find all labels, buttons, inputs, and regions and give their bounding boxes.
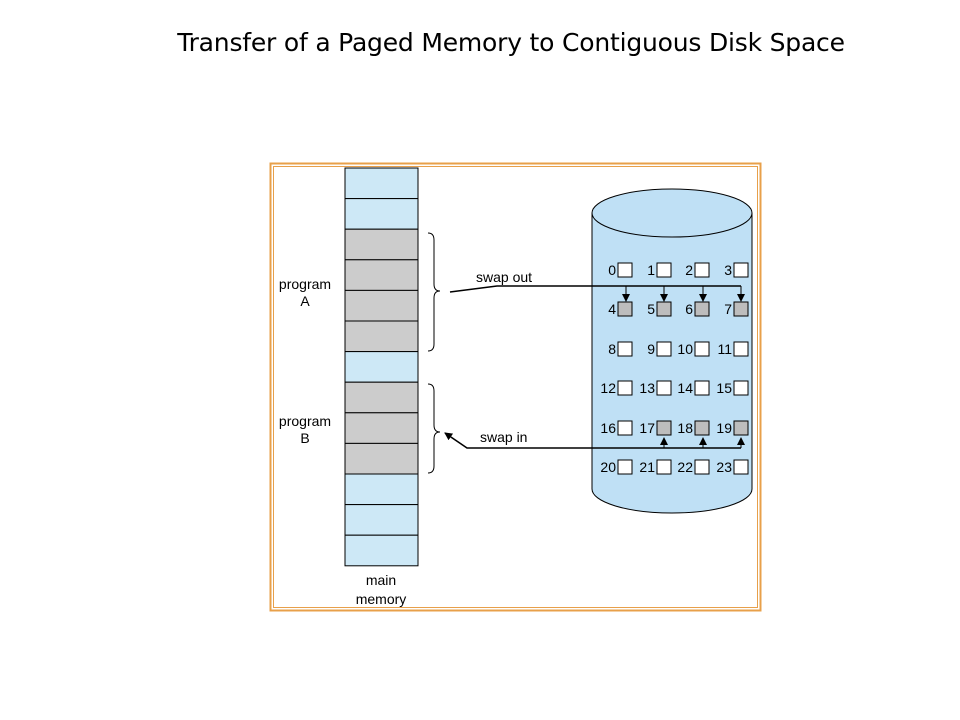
main-memory-label-line1: main [366, 572, 396, 588]
memory-page-free [344, 473, 419, 506]
disk-block-number: 22 [677, 459, 693, 475]
main-memory-label-line2: memory [356, 591, 407, 607]
swap-in-label: swap in [480, 429, 527, 445]
disk-block-number: 6 [685, 301, 693, 317]
disk-block-number: 17 [639, 420, 655, 436]
disk-block-free [656, 341, 672, 357]
disk-block-free [617, 341, 633, 357]
disk-block-number: 13 [639, 380, 655, 396]
disk-block-free [617, 420, 633, 436]
memory-page-free [344, 167, 419, 200]
memory-page-free [344, 351, 419, 383]
disk-block-number: 8 [608, 341, 616, 357]
disk-block-free [656, 459, 672, 475]
disk-block-number: 3 [724, 262, 732, 278]
disk-block-used [694, 420, 710, 436]
program-a-label-line1: program [279, 276, 331, 292]
disk-block-used [733, 301, 749, 317]
disk-block-number: 9 [647, 341, 655, 357]
memory-page-used [344, 289, 419, 322]
disk-block-number: 12 [600, 380, 616, 396]
disk-block-used [656, 301, 672, 317]
disk-block-number: 1 [647, 262, 655, 278]
memory-page-free [344, 504, 419, 536]
disk-block-free [733, 380, 749, 396]
disk-block-number: 18 [677, 420, 693, 436]
disk-block-free [656, 262, 672, 278]
disk-block-number: 4 [608, 301, 616, 317]
program-a-brace [427, 232, 441, 352]
program-b-label-line1: program [279, 413, 331, 429]
disk-cylinder [591, 188, 753, 514]
memory-page-free [344, 534, 419, 567]
program-b-label-line2: B [300, 430, 309, 446]
disk-block-number: 5 [647, 301, 655, 317]
disk-block-free [617, 380, 633, 396]
disk-block-number: 7 [724, 301, 732, 317]
memory-page-used [344, 412, 419, 444]
disk-block-number: 15 [716, 380, 732, 396]
disk-block-number: 10 [677, 341, 693, 357]
memory-page-used [344, 228, 419, 261]
disk-block-used [694, 301, 710, 317]
disk-block-number: 2 [685, 262, 693, 278]
swap-out-line [449, 285, 741, 293]
slide-title: Transfer of a Paged Memory to Contiguous… [177, 28, 845, 57]
disk-block-free [694, 262, 710, 278]
disk-block-number: 20 [600, 459, 616, 475]
disk-block-number: 23 [716, 459, 732, 475]
disk-block-number: 0 [608, 262, 616, 278]
disk-block-free [656, 380, 672, 396]
disk-block-free [694, 341, 710, 357]
disk-block-used [656, 420, 672, 436]
memory-page-used [344, 442, 419, 475]
memory-page-free [344, 198, 419, 230]
disk-block-number: 19 [716, 420, 732, 436]
disk-block-used [733, 420, 749, 436]
disk-block-free [617, 459, 633, 475]
memory-page-used [344, 381, 419, 414]
disk-block-free [733, 459, 749, 475]
disk-block-free [733, 262, 749, 278]
disk-block-number: 11 [717, 341, 732, 357]
disk-block-number: 21 [639, 459, 655, 475]
memory-page-used [344, 320, 419, 353]
disk-block-free [617, 262, 633, 278]
disk-block-free [694, 380, 710, 396]
main-memory-column [344, 167, 419, 567]
figure-frame-inner [273, 166, 758, 608]
disk-block-number: 16 [600, 420, 616, 436]
disk-block-free [733, 341, 749, 357]
swap-out-label: swap out [476, 269, 532, 285]
program-b-brace [427, 383, 441, 474]
memory-page-used [344, 259, 419, 291]
disk-block-used [617, 301, 633, 317]
swap-in-line [444, 432, 741, 449]
disk-block-free [694, 459, 710, 475]
program-a-label-line2: A [300, 293, 310, 309]
disk-block-number: 14 [677, 380, 693, 396]
